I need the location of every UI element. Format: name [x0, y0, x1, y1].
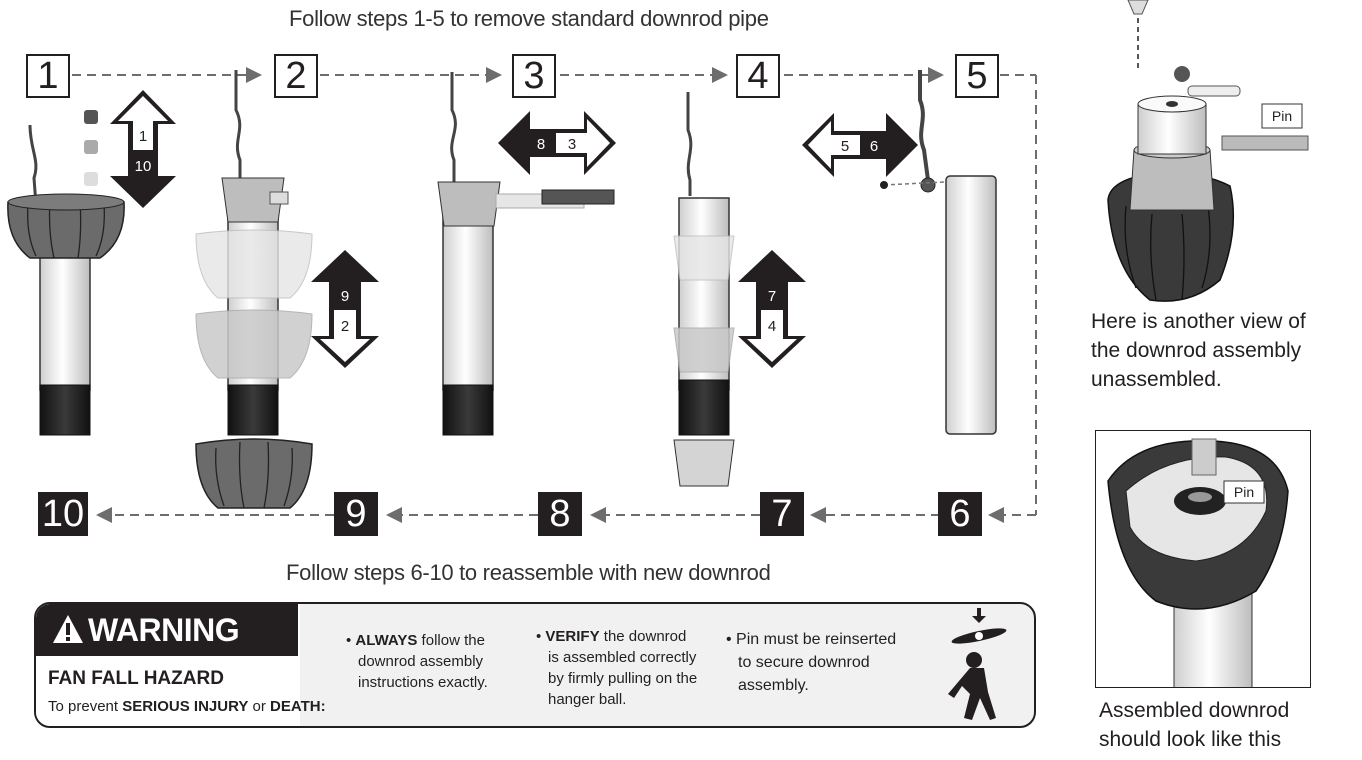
warning-header: WARNING	[36, 604, 298, 656]
warning-bullet-pin: • Pin must be reinserted to secure downr…	[726, 631, 897, 694]
step-10-box: 10	[38, 492, 88, 536]
arrow-7-4-bottom-label: 4	[768, 318, 776, 335]
pin-label-top: Pin	[1272, 108, 1292, 124]
step-1-illustration	[7, 110, 125, 436]
arrow-8-3	[498, 111, 616, 175]
step-3-illustration	[437, 72, 615, 436]
arrow-7-4-top-label: 7	[768, 288, 776, 305]
arrow-9-2	[311, 250, 379, 368]
arrow-7-4	[738, 250, 806, 368]
step-4-illustration	[673, 92, 735, 487]
warning-title: WARNING	[88, 612, 240, 648]
prevent-text: To prevent SERIOUS INJURY or DEATH:	[48, 698, 326, 715]
warning-triangle-icon	[53, 615, 83, 643]
step-3-box: 3	[512, 54, 556, 98]
warning-bullet-verify: • VERIFY the downrod is assembled correc…	[536, 628, 698, 708]
arrow-8-3-right-label: 3	[568, 136, 576, 153]
pin-label-bottom: Pin	[1234, 484, 1254, 500]
arrow-5-6	[802, 113, 918, 177]
step-5-box: 5	[955, 54, 999, 98]
fan-fall-hazard-label: FAN FALL HAZARD	[48, 668, 224, 689]
step-5-illustration	[880, 70, 997, 435]
warning-bullet-always: • ALWAYS follow the downrod assembly ins…	[346, 632, 488, 691]
arrow-5-6-right-label: 6	[870, 138, 878, 155]
arrow-1-10-bottom-label: 10	[135, 158, 152, 175]
arrow-5-6-left-label: 5	[841, 138, 849, 155]
assembled-view-illustration: Pin	[1107, 438, 1289, 687]
warning-panel: WARNING FAN FALL HAZARD To prevent SERIO…	[34, 602, 1036, 728]
assembled-caption: Assembled downrod should look like this	[1099, 699, 1290, 751]
unassembled-view-illustration: Pin	[1107, 0, 1309, 302]
top-caption: Follow steps 1-5 to remove standard down…	[289, 6, 769, 31]
step-4-box: 4	[736, 54, 780, 98]
arrow-9-2-top-label: 9	[341, 288, 349, 305]
step-7-box: 7	[760, 492, 804, 536]
step-6-box: 6	[938, 492, 982, 536]
step-8-box: 8	[538, 492, 582, 536]
step-9-box: 9	[334, 492, 378, 536]
assembly-illustrations: 1 10 9 2 8 3	[7, 70, 997, 509]
assembled-view-frame: Pin	[1095, 430, 1311, 688]
step-2-illustration	[195, 70, 313, 509]
unassembled-caption: Here is another view of the downrod asse…	[1091, 310, 1306, 391]
step-1-box: 1	[26, 54, 70, 98]
bottom-caption: Follow steps 6-10 to reassemble with new…	[286, 560, 771, 585]
arrow-1-10	[110, 90, 176, 208]
arrow-9-2-bottom-label: 2	[341, 318, 349, 335]
arrow-8-3-left-label: 8	[537, 136, 545, 153]
arrow-1-10-top-label: 1	[139, 128, 147, 145]
falling-fan-person-icon	[948, 608, 1007, 720]
step-2-box: 2	[274, 54, 318, 98]
